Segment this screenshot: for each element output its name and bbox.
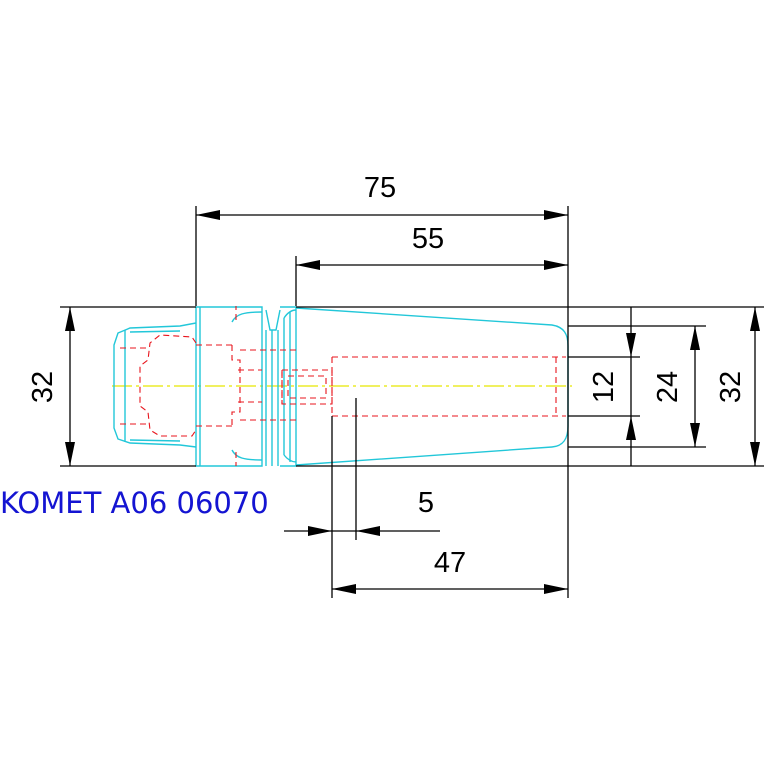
dim-bore-diameter: 12 — [588, 371, 620, 403]
dim-overall-length: 75 — [364, 172, 396, 204]
dim-inner-diameter: 24 — [652, 371, 684, 403]
part-outline — [113, 306, 569, 467]
nose-outline — [113, 322, 197, 448]
hidden-lines — [120, 306, 566, 466]
nose-cavity — [139, 334, 197, 437]
part-label: KOMET A06 06070 — [0, 486, 269, 520]
dim-bore-length: 47 — [434, 547, 466, 579]
dimension-lines — [60, 206, 764, 598]
flange-outline — [195, 306, 263, 467]
groove-outline — [231, 309, 281, 461]
dim-left-diameter: 32 — [27, 371, 59, 403]
dim-right-diameter: 32 — [715, 371, 747, 403]
dim-taper-length: 55 — [412, 223, 444, 255]
dim-offset: 5 — [418, 487, 434, 519]
